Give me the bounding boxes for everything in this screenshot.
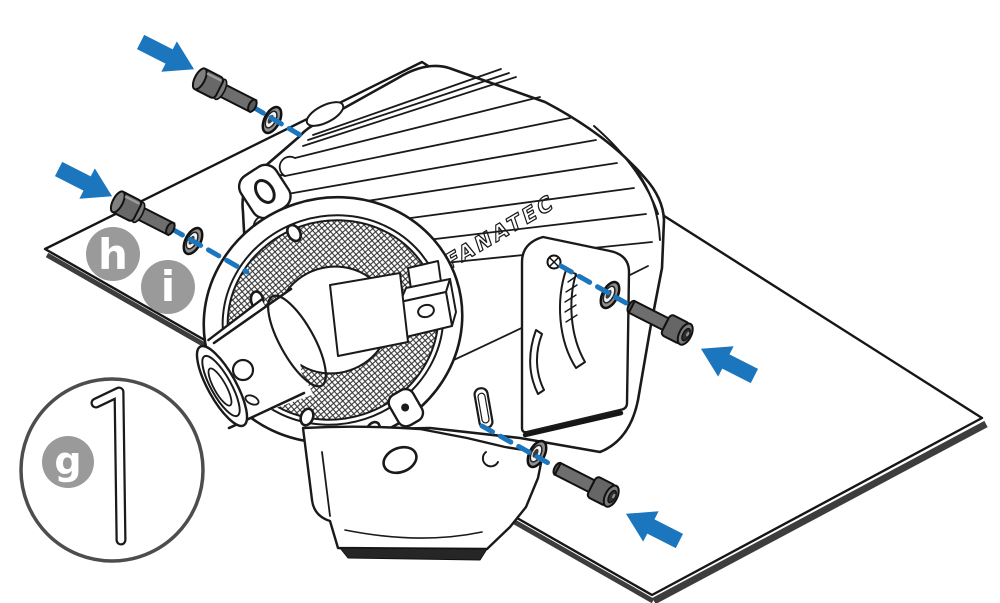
base-bolt-slot: [382, 445, 418, 475]
table-clamp-base: [301, 425, 545, 561]
top-handle-bump: [305, 101, 345, 127]
quick-release-shaft: [195, 272, 409, 430]
tool-inset-circle: g: [19, 377, 205, 563]
callout-h-letter: h: [98, 230, 128, 279]
base-shadow: [339, 547, 488, 561]
bracket-slot-small: [529, 329, 545, 395]
bracket-shadow: [522, 410, 624, 438]
wheel-base: FANATEC: [195, 64, 666, 561]
allen-key-icon: [90, 386, 127, 546]
callout-i-letter: i: [161, 262, 175, 311]
bracket-slot-large: [559, 269, 586, 369]
rear-cap: [593, 125, 661, 241]
alignment-guides: [169, 104, 629, 467]
surface-edge-shadow: [652, 420, 988, 603]
shaft-collar: [267, 294, 327, 388]
callout-h: h: [86, 227, 140, 281]
base-notch: [481, 451, 499, 468]
guide-dashed-line: [250, 104, 303, 138]
mounting-bracket-plate: [520, 235, 631, 438]
shaft-pin-hole: [231, 358, 255, 382]
callout-i: i: [141, 260, 195, 314]
guide-dashed-line: [169, 226, 250, 275]
guide-dashed-line: [558, 263, 629, 306]
callout-g-letter: g: [54, 439, 81, 483]
guide-dashed-line: [479, 423, 553, 467]
flange-tab: [387, 387, 425, 428]
shaft-top-line: [207, 298, 263, 342]
callout-g: g: [42, 436, 94, 488]
socket-head-screw-icon: [188, 65, 262, 119]
bracket-slot-hatch: [564, 274, 579, 323]
direction-arrow-icon: [50, 153, 120, 212]
bracket-screw-hole: [546, 254, 562, 270]
terminal-box: [399, 260, 457, 338]
direction-arrow-icon: [132, 26, 202, 85]
